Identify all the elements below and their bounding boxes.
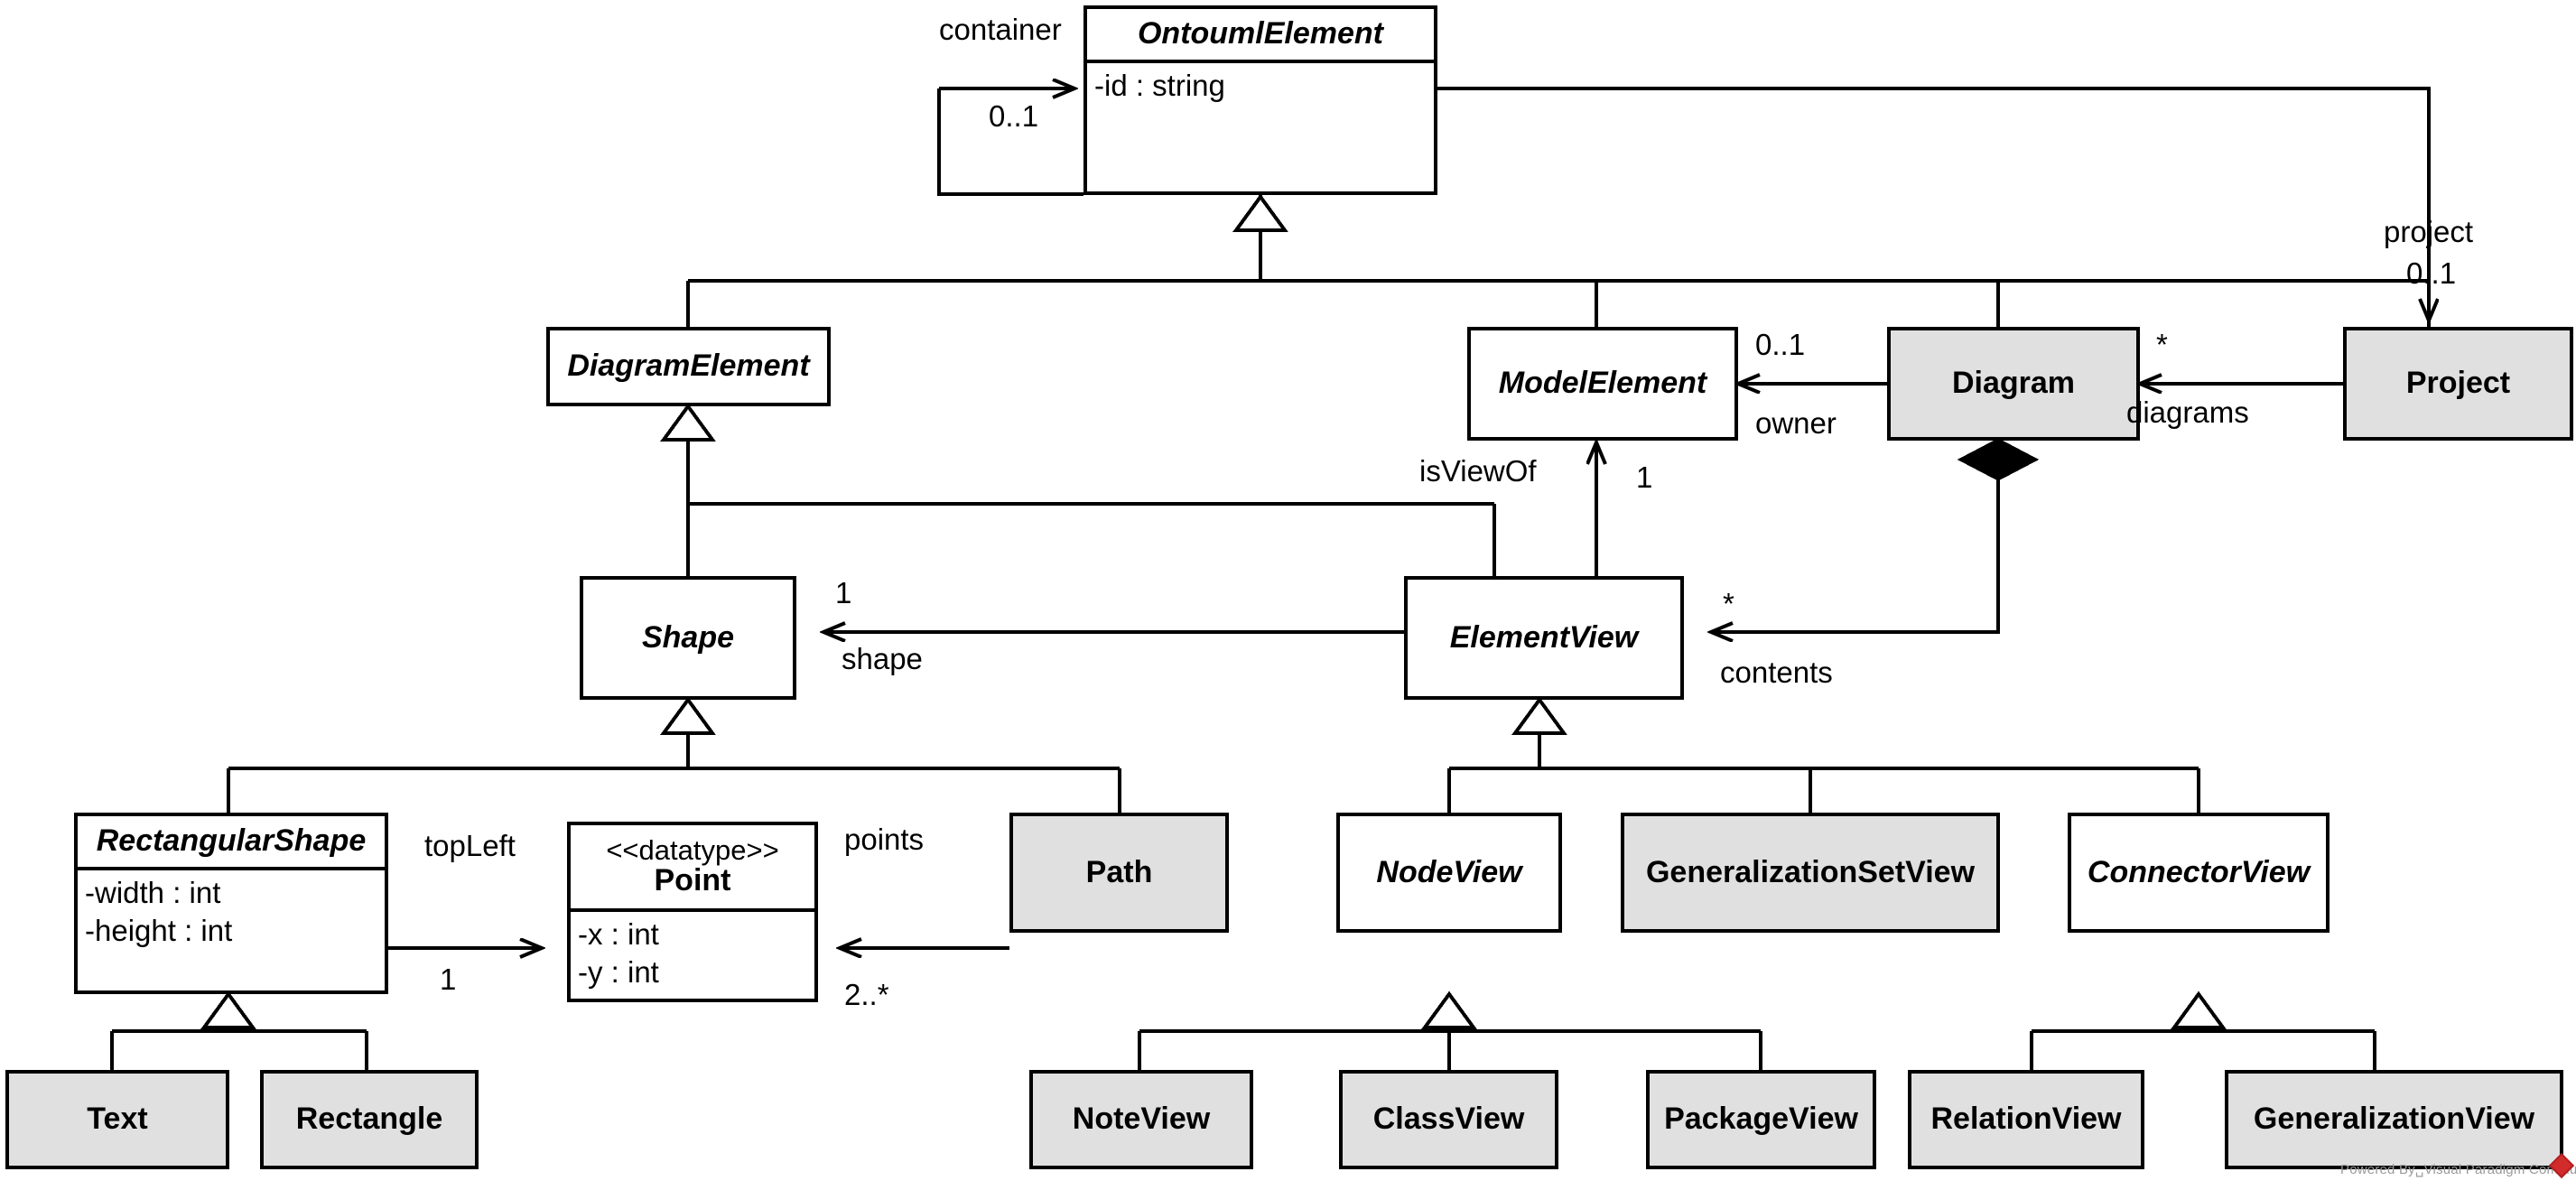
edge-label-contents-role: contents	[1720, 656, 1833, 689]
edge-label-diagrams-multiplicity: *	[2156, 328, 2168, 361]
edge-label-project-multiplicity: 0..1	[2406, 256, 2457, 290]
class-box-rectangle[interactable]: Rectangle	[260, 1070, 479, 1169]
attribute-row: -y : int	[578, 955, 659, 990]
class-attributes-ontoumlelement: -id : string	[1087, 63, 1434, 105]
class-name-nodeview: NodeView	[1376, 854, 1522, 889]
edge-label-container: container	[939, 13, 1062, 46]
class-name-text: Text	[87, 1102, 148, 1137]
edge-label-contents-multiplicity: *	[1723, 587, 1734, 620]
class-box-shape[interactable]: Shape	[580, 576, 796, 700]
class-name-modelelement: ModelElement	[1498, 366, 1707, 401]
edge-label-isviewof-multiplicity: 1	[1636, 460, 1653, 494]
class-name-diagram: Diagram	[1951, 366, 2076, 401]
class-name-path: Path	[1085, 854, 1153, 889]
class-compartment-divider	[571, 908, 814, 912]
class-name-relationview: RelationView	[1930, 1102, 2122, 1137]
class-attributes-point: -x : int -y : int	[571, 912, 814, 991]
class-box-relationview[interactable]: RelationView	[1908, 1070, 2144, 1169]
class-attributes-rectangularshape: -width : int -height : int	[78, 870, 385, 950]
attribute-row: -x : int	[578, 917, 659, 951]
class-name-noteview: NoteView	[1072, 1102, 1211, 1137]
edge-label-topleft-multiplicity: 1	[440, 962, 457, 996]
class-box-nodeview[interactable]: NodeView	[1336, 813, 1562, 933]
class-name-connectorview: ConnectorView	[2087, 854, 2311, 889]
edge-label-owner-role: owner	[1755, 406, 1837, 440]
class-name-point: <<datatype>> Point	[571, 825, 814, 908]
class-name-classview: ClassView	[1372, 1102, 1525, 1137]
stereotype-datatype: <<datatype>>	[606, 833, 779, 866]
class-box-diagramelement[interactable]: DiagramElement	[546, 327, 831, 406]
class-name-project: Project	[2405, 366, 2511, 401]
edge-label-isviewof-role: isViewOf	[1419, 454, 1537, 488]
edge-label-points-multiplicity: 2..*	[844, 978, 889, 1011]
class-name-rectangularshape: RectangularShape	[96, 823, 367, 859]
class-name-diagramelement: DiagramElement	[567, 349, 810, 384]
class-compartment-divider	[1087, 60, 1434, 63]
attribute-row: -height : int	[85, 914, 233, 948]
class-box-ontoumlelement[interactable]: OntoumlElement -id : string	[1083, 5, 1437, 195]
class-name-shape: Shape	[641, 619, 735, 655]
class-name-elementview: ElementView	[1449, 619, 1639, 655]
class-box-text[interactable]: Text	[5, 1070, 229, 1169]
edge-label-shape-multiplicity: 1	[835, 576, 852, 609]
class-box-path[interactable]: Path	[1009, 813, 1229, 933]
attribute-row: -width : int	[85, 876, 221, 909]
class-box-point[interactable]: <<datatype>> Point -x : int -y : int	[567, 822, 818, 1002]
edge-label-points-role: points	[844, 823, 925, 856]
class-name-point-label: Point	[654, 863, 731, 898]
class-name-generalizationsetview: GeneralizationSetView	[1645, 854, 1976, 889]
class-box-connectorview[interactable]: ConnectorView	[2068, 813, 2330, 933]
edge-label-shape-role: shape	[842, 642, 923, 675]
edge-label-owner-multiplicity: 0..1	[1755, 328, 1806, 361]
class-name-packageview: PackageView	[1664, 1102, 1858, 1137]
class-box-classview[interactable]: ClassView	[1339, 1070, 1558, 1169]
watermark-text: Powered By␣Visual Paradigm Community Edi…	[2340, 1162, 2576, 1177]
class-name-rectangle: Rectangle	[295, 1102, 443, 1137]
attribute-row: -id : string	[1094, 69, 1225, 102]
class-box-generalizationview[interactable]: GeneralizationView	[2225, 1070, 2563, 1169]
class-box-elementview[interactable]: ElementView	[1404, 576, 1684, 700]
class-compartment-divider	[78, 867, 385, 870]
edge-label-project-role: project	[2384, 215, 2474, 248]
class-box-rectangularshape[interactable]: RectangularShape -width : int -height : …	[74, 813, 388, 994]
edge-label-diagrams-role: diagrams	[2126, 395, 2249, 429]
class-box-diagram[interactable]: Diagram	[1887, 327, 2140, 441]
class-name-ontoumlelement: OntoumlElement	[1137, 16, 1384, 51]
class-box-noteview[interactable]: NoteView	[1029, 1070, 1253, 1169]
class-box-modelelement[interactable]: ModelElement	[1467, 327, 1738, 441]
class-name-generalizationview: GeneralizationView	[2253, 1102, 2535, 1137]
class-box-packageview[interactable]: PackageView	[1646, 1070, 1876, 1169]
class-box-generalizationsetview[interactable]: GeneralizationSetView	[1621, 813, 2000, 933]
edge-label-topleft-role: topLeft	[424, 829, 516, 862]
edge-label-container-multiplicity: 0..1	[989, 99, 1039, 133]
class-box-project[interactable]: Project	[2343, 327, 2573, 441]
